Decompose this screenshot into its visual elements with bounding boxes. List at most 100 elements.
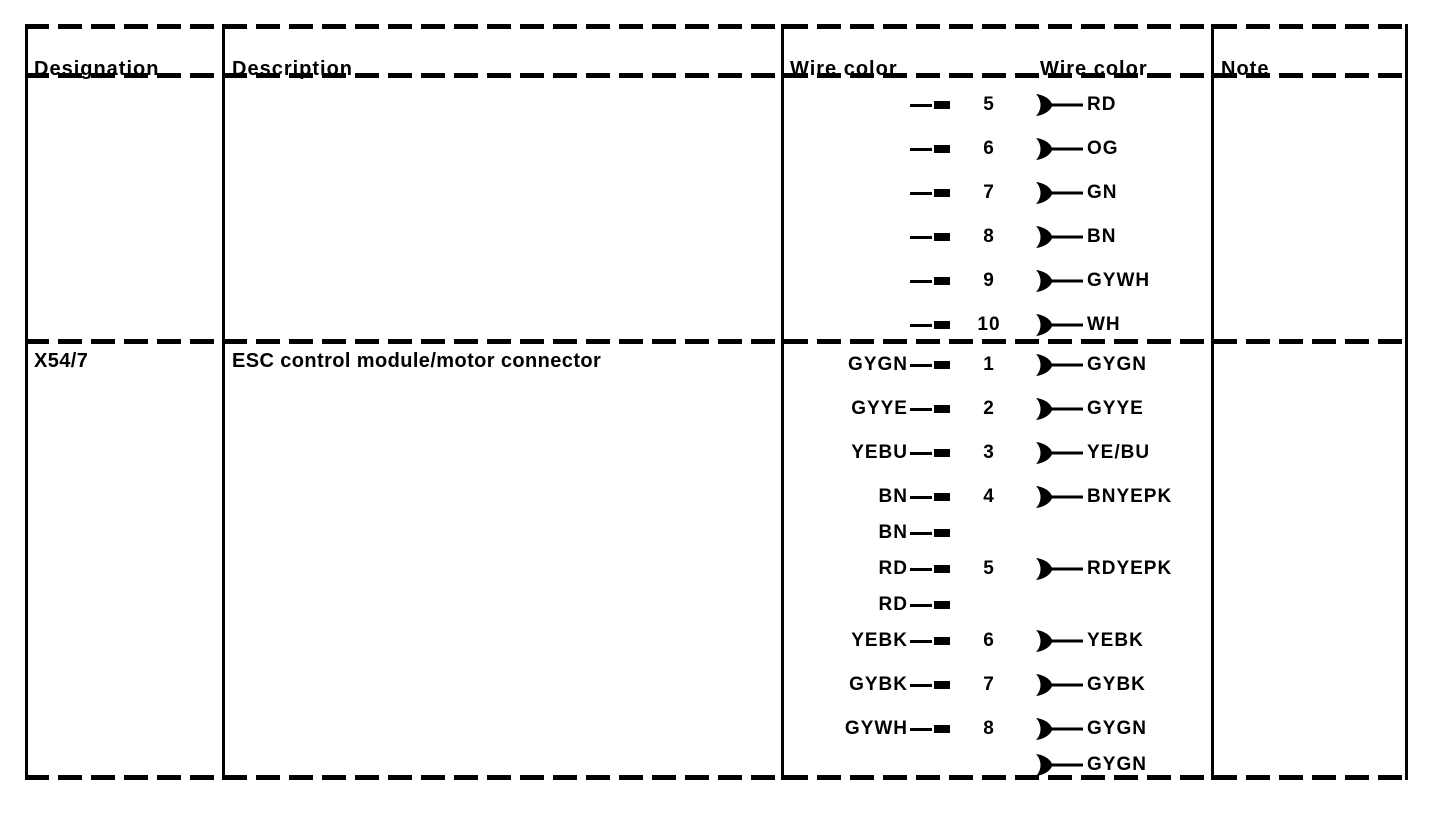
- wire-line: [910, 279, 932, 283]
- wire-terminal: [934, 145, 950, 153]
- pin-number: 3: [983, 442, 995, 463]
- wire-stub-icon: [910, 725, 952, 733]
- wire-line: [910, 639, 932, 643]
- wirecolor-column-divider: [1211, 24, 1214, 780]
- wire-color-right-label: GYBK: [1087, 674, 1146, 695]
- wire-terminal: [934, 493, 950, 501]
- wire-stub-icon: [910, 361, 952, 369]
- wire-color-left-label: GYWH: [844, 718, 908, 739]
- connector-socket-icon: [1035, 522, 1083, 544]
- pin-number: 1: [983, 354, 995, 375]
- header-description: Description: [232, 58, 354, 80]
- pin-number: 6: [983, 138, 995, 159]
- pin-line: YEBK 6 YEBK: [784, 619, 1211, 663]
- wire-line: [910, 147, 932, 151]
- wire-line: [910, 567, 932, 571]
- wire-color-right-label: RDYEPK: [1087, 558, 1173, 579]
- wiring-pin-assignment-table: Designation Description Wire color Wire …: [25, 24, 1408, 780]
- pin-line: GYBK 7 GYBK: [784, 663, 1211, 707]
- wire-line: [910, 451, 932, 455]
- description-cell: ESC control module/motor connector: [232, 350, 602, 372]
- wire-terminal: [934, 361, 950, 369]
- wire-line: [910, 683, 932, 687]
- pin-entry: GYBK 7 GYBK: [784, 663, 1211, 707]
- pin-number: 7: [983, 182, 995, 203]
- wire-terminal: [934, 529, 950, 537]
- wire-stub-icon: [910, 233, 952, 241]
- wire-color-left-label: GYGN: [848, 354, 908, 375]
- pin-entry: GYGN 1 GYGN: [784, 343, 1211, 387]
- wire-color-right-label: GYGN: [1087, 718, 1147, 739]
- wire-color-right-label: GYGN: [1087, 354, 1147, 375]
- header-divider: [25, 73, 1408, 78]
- wire-stub-icon: [910, 449, 952, 457]
- wire-terminal: [934, 189, 950, 197]
- wire-color-left-label: YEBU: [851, 442, 908, 463]
- wire-color-right-label: BN: [1087, 226, 1117, 247]
- wire-stub-icon: [910, 101, 952, 109]
- connector-socket-icon: [1035, 226, 1083, 248]
- wire-line: [910, 495, 932, 499]
- wire-terminal: [934, 601, 950, 609]
- header-wire-color-left: Wire color: [790, 58, 898, 80]
- pin-line: GYGN 1 GYGN: [784, 343, 1211, 387]
- pin-line: GYGN: [784, 751, 1211, 779]
- connector-socket-icon: [1035, 314, 1083, 336]
- pin-number: 2: [983, 398, 995, 419]
- wire-stub-icon: [910, 681, 952, 689]
- wire-color-right-label: BNYEPK: [1087, 486, 1173, 507]
- wire-terminal: [934, 681, 950, 689]
- pin-number: 4: [983, 486, 995, 507]
- pin-number: 5: [983, 558, 995, 579]
- connector-socket-icon: [1035, 270, 1083, 292]
- wire-color-right-label: YEBK: [1087, 630, 1144, 651]
- header-designation: Designation: [34, 58, 160, 80]
- wire-line: [910, 603, 932, 607]
- connector-socket-icon: [1035, 486, 1083, 508]
- wire-color-left-label: YEBK: [851, 630, 908, 651]
- wire-line: [910, 363, 932, 367]
- pin-line: RD: [784, 591, 1211, 619]
- wire-stub-icon: [910, 529, 952, 537]
- wire-stub-icon: [910, 405, 952, 413]
- wire-terminal: [934, 321, 950, 329]
- wire-color-left-label: GYBK: [849, 674, 908, 695]
- connector-socket-icon: [1035, 718, 1083, 740]
- wire-terminal: [934, 101, 950, 109]
- connector-socket-icon: [1035, 674, 1083, 696]
- pin-number: 6: [983, 630, 995, 651]
- designation-column-divider: [222, 24, 225, 780]
- connector-socket-icon: [1035, 354, 1083, 376]
- table-bottom-border: [25, 775, 1408, 780]
- pin-number: 7: [983, 674, 995, 695]
- table-right-border: [1405, 24, 1408, 780]
- wire-terminal: [934, 233, 950, 241]
- wire-stub-icon: [910, 189, 952, 197]
- connector-socket-icon: [1035, 138, 1083, 160]
- wire-terminal: [934, 637, 950, 645]
- wire-line: [910, 407, 932, 411]
- pin-line: BN: [784, 519, 1211, 547]
- header-note: Note: [1221, 58, 1270, 80]
- wire-line: [910, 323, 932, 327]
- wire-color-right-label: RD: [1087, 94, 1117, 115]
- connector-socket-icon: [1035, 182, 1083, 204]
- wire-stub-icon: [910, 493, 952, 501]
